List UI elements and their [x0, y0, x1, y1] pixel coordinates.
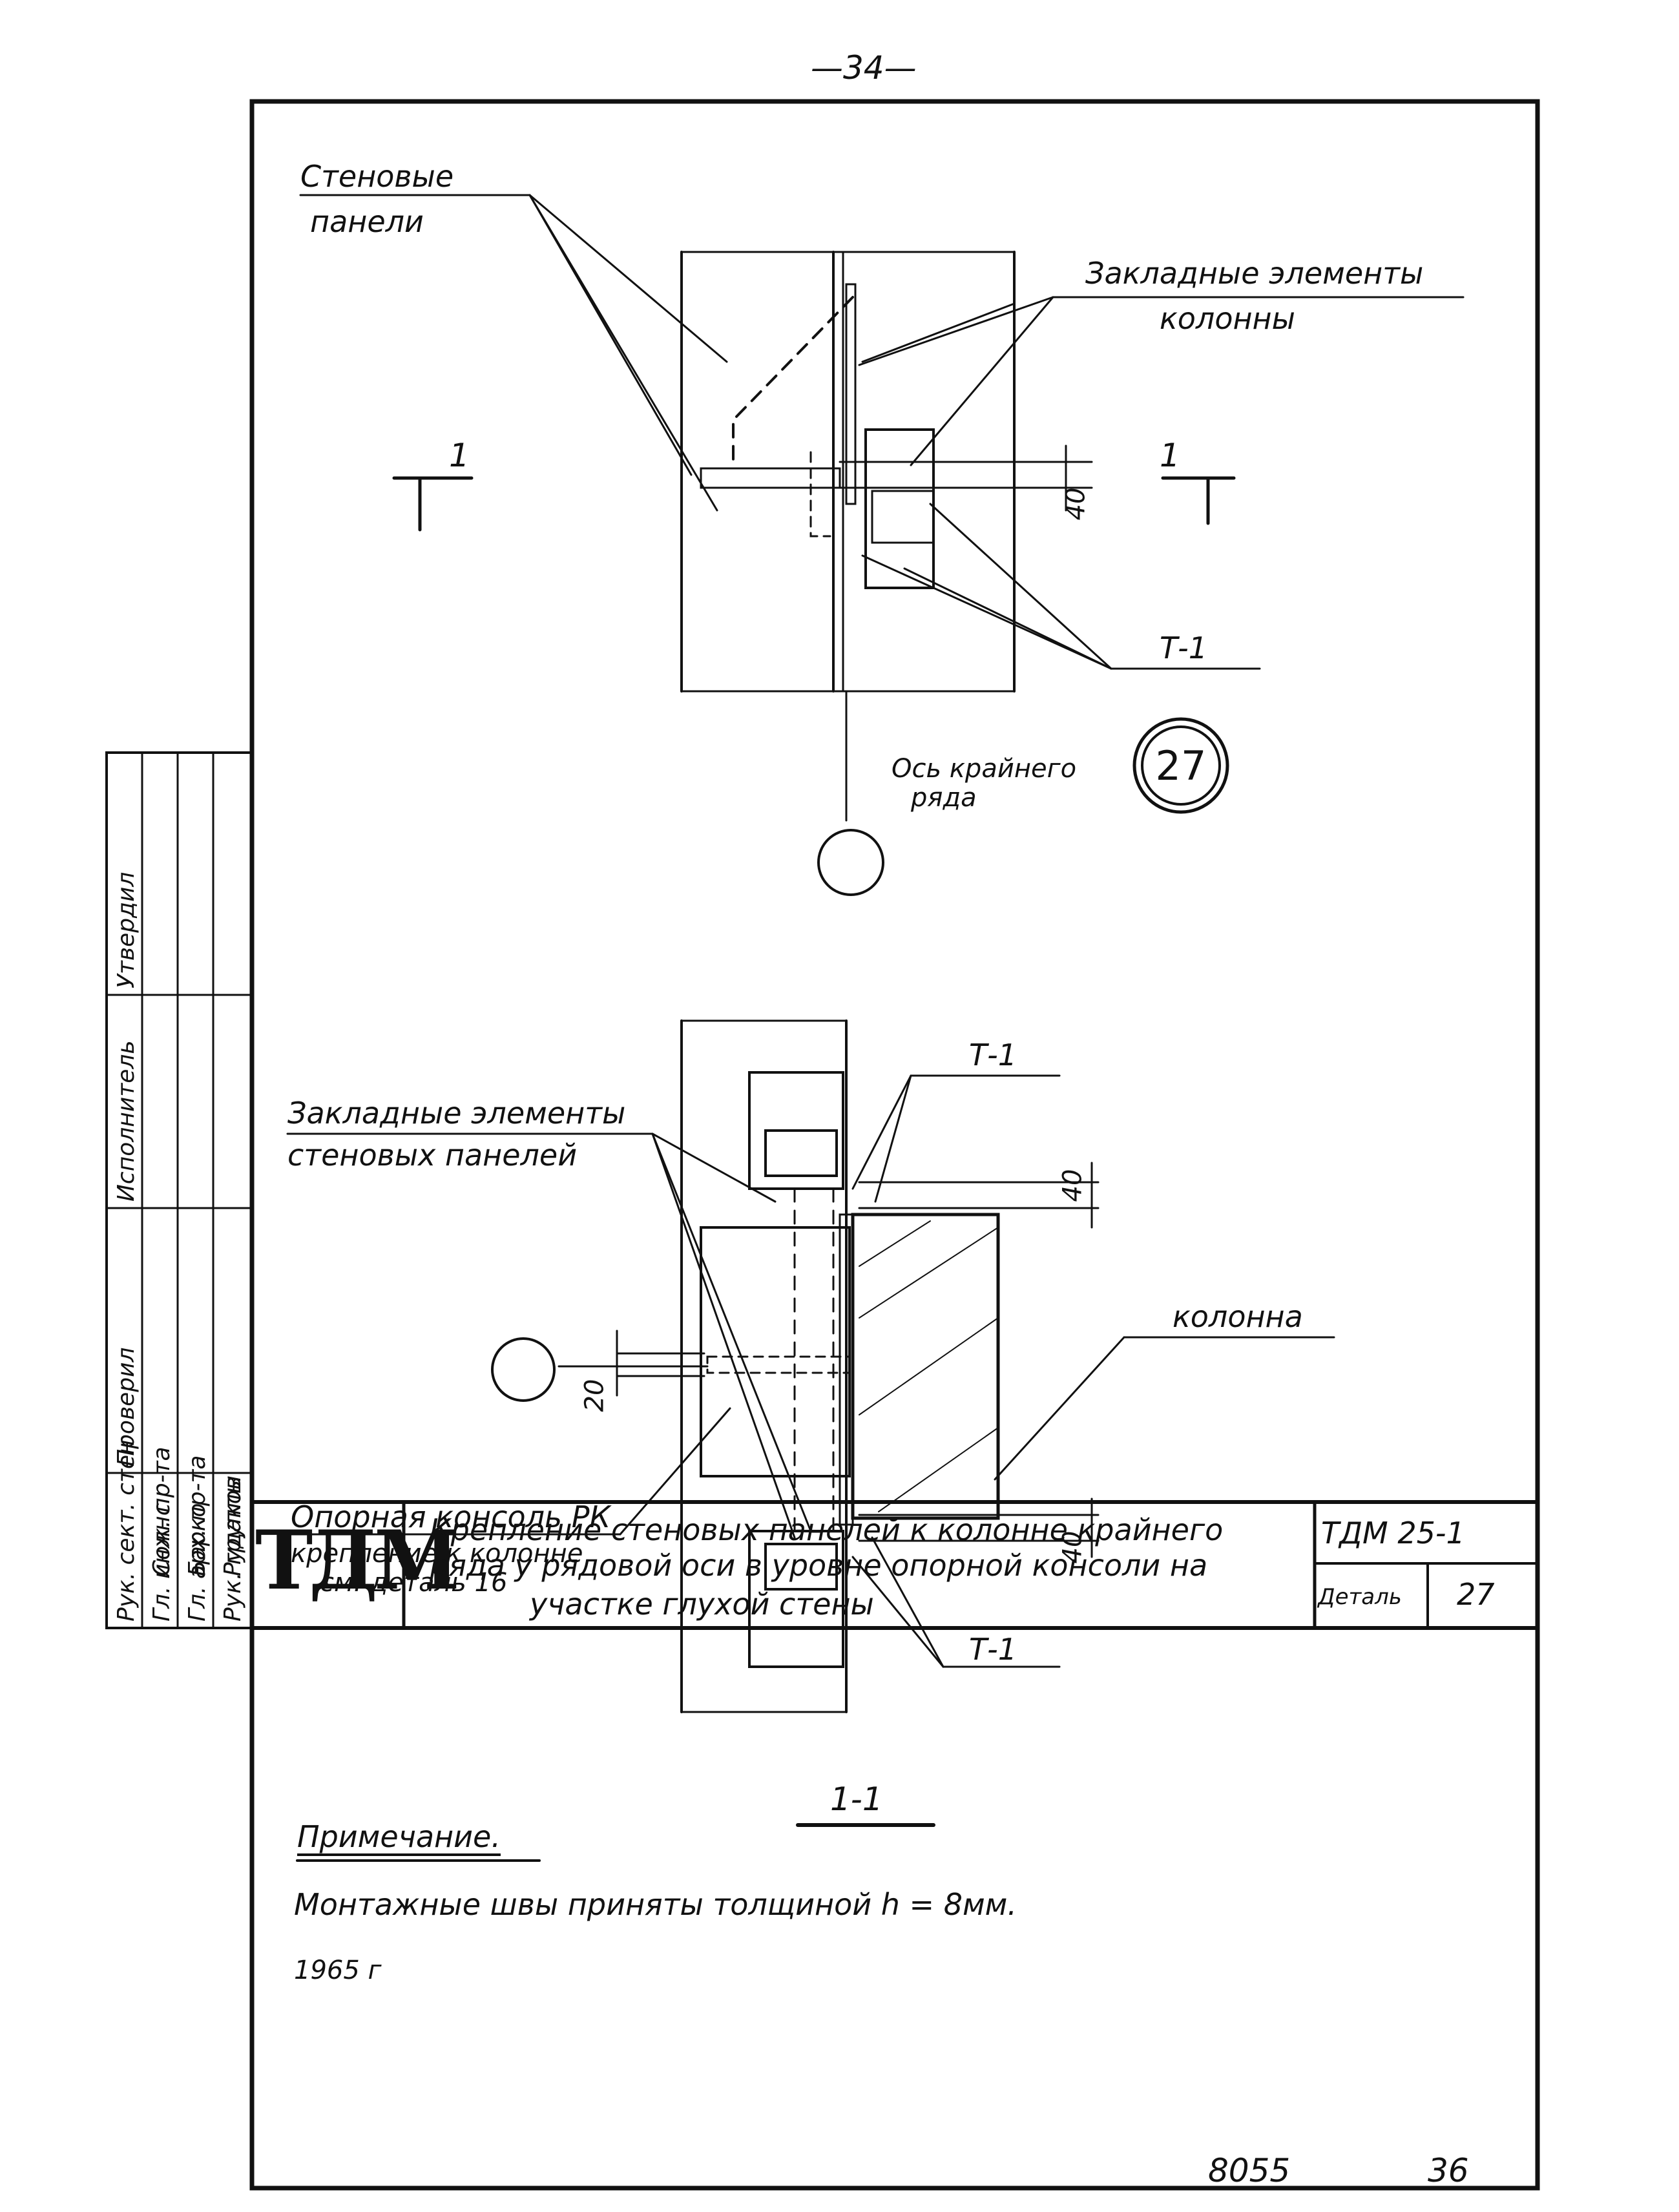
title-line2: ряда у рядовой оси в уровне опорной конс… — [430, 1548, 1208, 1583]
label-embedded-panel-line2: стеновых панелей — [287, 1138, 578, 1173]
label-t1-top: Т-1 — [1160, 631, 1207, 665]
side-name-2: Барко — [184, 1503, 211, 1576]
note-heading: Примечание. — [297, 1819, 501, 1854]
label-embedded-column-line1: Закладные элементы — [1085, 256, 1424, 291]
axis-circle-top — [817, 829, 884, 896]
logo: ТДМ — [255, 1512, 460, 1609]
label-axis-line2: ряда — [911, 783, 977, 813]
column-section — [851, 1213, 1000, 1520]
note-text: Монтажные швы приняты толщиной h = 8мм. — [294, 1887, 1017, 1922]
side-header-2: Проверил — [113, 1347, 140, 1466]
label-embedded-column-line2: колонны — [1160, 301, 1295, 336]
footer-right-number: 36 — [1428, 2152, 1469, 2189]
dimension-40-top: 40 — [1061, 487, 1091, 521]
side-name-3: Рудаков — [220, 1476, 246, 1576]
footer-left-number: 8055 — [1208, 2152, 1291, 2189]
axis-circle-bottom — [491, 1337, 556, 1402]
label-t1-mid: Т-1 — [969, 1038, 1017, 1072]
detail-number-badge: 27 — [1155, 742, 1207, 789]
detail-label: Деталь — [1318, 1584, 1402, 1610]
section-mark-left: 1 — [449, 437, 470, 474]
label-column: колонна — [1173, 1299, 1303, 1334]
side-header-1: Исполнитель — [113, 1040, 140, 1202]
dimension-40-a: 40 — [1058, 1169, 1088, 1202]
label-console-line1: Опорная консоль РК — [291, 1499, 611, 1534]
side-stamp — [105, 751, 253, 1629]
page-number: —34— — [811, 49, 917, 87]
label-console-line2: крепление к колонне — [291, 1539, 583, 1569]
detail-circle-outer — [1132, 717, 1229, 814]
label-wall-panels-line2: панели — [310, 204, 424, 239]
side-role-1: Рук. сект. стен — [113, 1439, 140, 1622]
label-embedded-panel-line1: Закладные элементы — [287, 1096, 626, 1131]
section-mark-right: 1 — [1160, 437, 1180, 474]
detail-value: 27 — [1457, 1577, 1495, 1612]
dimension-20: 20 — [579, 1379, 610, 1412]
section-title: 1-1 — [830, 1780, 883, 1818]
title-line3: участке глухой стены — [530, 1587, 874, 1622]
label-axis-line1: Ось крайнего — [892, 754, 1077, 784]
label-wall-panels-line1: Стеновые — [300, 159, 454, 194]
title-line1: Крепление стеновых панелей к колонне кра… — [430, 1512, 1224, 1547]
title-year: 1965 г — [294, 1956, 382, 1985]
side-name-1: Солнс — [149, 1503, 175, 1576]
side-header-3: Утвердил — [113, 871, 140, 988]
doc-code: ТДМ 25-1 — [1321, 1516, 1465, 1550]
label-console-line3: см. деталь 16 — [320, 1568, 508, 1598]
label-t1-bottom: Т-1 — [969, 1632, 1017, 1667]
